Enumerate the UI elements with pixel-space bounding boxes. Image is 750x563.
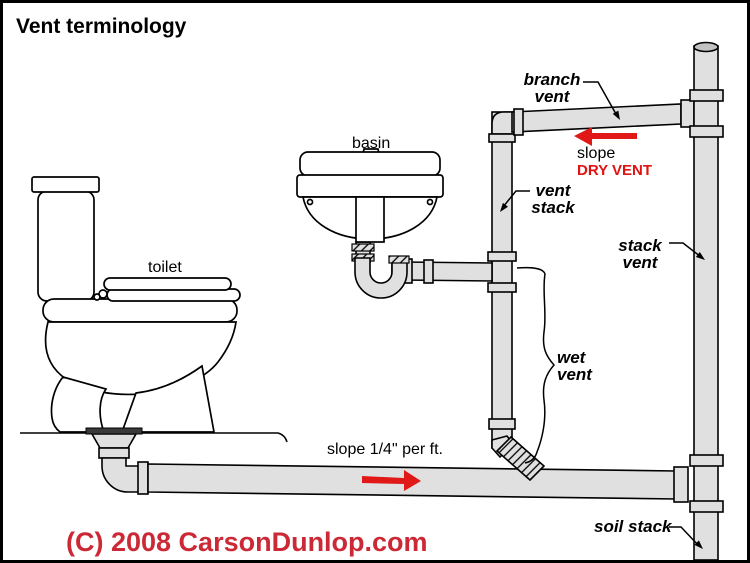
tee-band-lower [487, 282, 517, 293]
stack-vent-label: stack vent [607, 237, 673, 271]
floor-line [20, 432, 288, 443]
page-title: Vent terminology [16, 15, 187, 38]
stack-vent-label-line1: stack [618, 236, 662, 255]
soil-stack-leader-arrow [669, 526, 703, 549]
vent-stack-leader-arrow [500, 190, 530, 212]
p-trap [351, 241, 410, 299]
soil-stack-label: soil stack [594, 517, 672, 536]
wet-vent-label-line2: vent [557, 365, 592, 384]
wet-vent-label-line1: wet [557, 348, 586, 367]
soil-stack-reducer [673, 466, 689, 503]
branch-vent-label-line2: vent [534, 87, 570, 106]
vent-stack-pipe [487, 111, 546, 482]
tee-band-upper [487, 251, 517, 262]
basin-label: basin [352, 135, 391, 152]
wet-vent-elbow-fitting [495, 435, 546, 482]
vent-stack-label-line1: vent [535, 181, 571, 200]
vent-stack-label-line2: stack [531, 198, 575, 217]
wet-vent-label: wet vent [557, 349, 592, 383]
stack-vent-leader-arrow [669, 242, 705, 260]
stack-vent-label-line2: vent [622, 253, 658, 272]
wet-vent-brace [516, 266, 556, 464]
vent-stack-label: vent stack [523, 182, 583, 216]
drain-slope-label: slope 1/4" per ft. [327, 441, 443, 458]
branch-vent-reducer [680, 99, 695, 128]
basin-drawing [296, 148, 444, 243]
slope-label-dry-vent: slope [577, 145, 616, 162]
branch-vent-pipe [511, 99, 695, 136]
toilet-drain-pipe [85, 427, 689, 503]
branch-vent-label-line1: branch [523, 70, 581, 89]
dry-vent-label: DRY VENT [577, 162, 653, 179]
branch-vent-label: branch vent [512, 71, 592, 105]
dry-vent-slope-arrow-icon [574, 127, 637, 146]
toilet-drawing [31, 176, 241, 433]
main-stack-pipe [689, 41, 724, 561]
drain-slope-arrow-icon [362, 470, 421, 491]
copyright-watermark: (C) 2008 CarsonDunlop.com [66, 527, 428, 557]
toilet-label: toilet [148, 259, 182, 276]
branch-vent-leader-arrow [583, 81, 620, 120]
stack-open-top [693, 41, 719, 53]
